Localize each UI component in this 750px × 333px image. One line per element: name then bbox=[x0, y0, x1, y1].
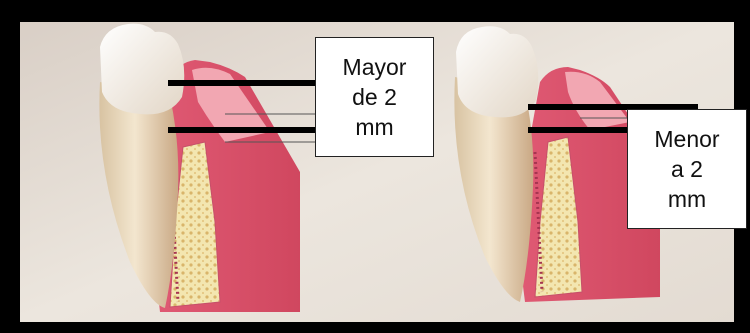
tooth-crown-left bbox=[100, 24, 184, 115]
measure-line-left-bottom bbox=[168, 127, 320, 133]
tooth-crown-right bbox=[456, 26, 538, 117]
label-box-greater-than-2mm: Mayor de 2 mm bbox=[315, 37, 434, 157]
label-box-less-than-2mm: Menor a 2 mm bbox=[627, 109, 747, 229]
label-text-right: Menor a 2 mm bbox=[654, 124, 719, 214]
measure-line-left-top bbox=[168, 80, 320, 86]
label-text-left: Mayor de 2 mm bbox=[343, 52, 407, 142]
